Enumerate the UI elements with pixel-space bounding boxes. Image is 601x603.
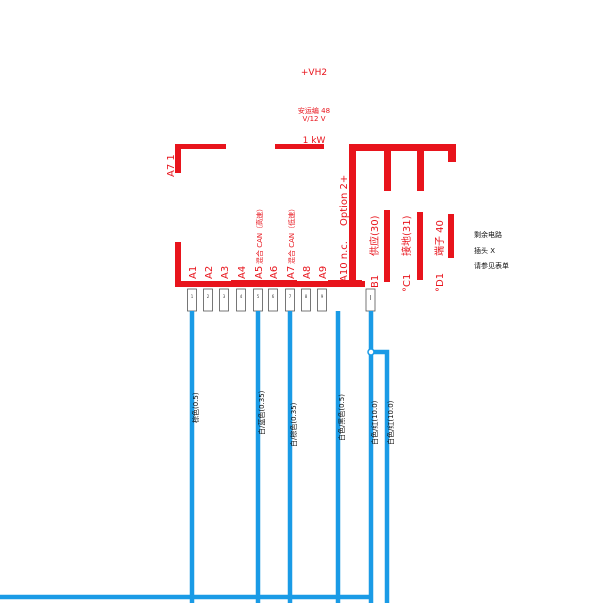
wire-b1-b [371, 349, 390, 603]
connector-frame [175, 144, 456, 287]
pin-number-a2: 2 [207, 294, 210, 299]
connector-name: A7 1 [166, 154, 177, 177]
wire-label-b1a: 白色/红(10.0) [370, 400, 379, 445]
legend-line-1: 剩余电路 [474, 230, 502, 239]
pin-terminals: 1 2 3 4 5 6 7 8 9 [187, 288, 327, 312]
c1-function-label: 接地(31) [400, 215, 413, 256]
pin-label-a4: A4 [237, 266, 248, 279]
pin-label-a8: A8 [302, 266, 313, 279]
pin-number-a8: 8 [305, 294, 308, 299]
pin-labels: A1 A2 A3 A4 A5 A6 A7 A8 A9 [188, 266, 329, 279]
pin-terminal-a9 [317, 288, 327, 312]
pin-label-a1: A1 [188, 266, 199, 279]
pin-label-a2: A2 [204, 266, 215, 279]
pin-number-a7: 7 [289, 294, 292, 299]
d1-function-label: 端子 40 [433, 220, 446, 256]
pin-number-a5: 5 [257, 294, 260, 299]
a7-can-label: 混合 CAN（低速） [287, 205, 296, 264]
fuse-label-line1: 安运编 48 [298, 106, 330, 115]
pin-label-a6: A6 [269, 266, 280, 279]
wire-label-a7: 白/棕色(0.35) [289, 402, 298, 447]
pin-terminal-a5 [253, 288, 263, 312]
pin-label-a3: A3 [220, 266, 231, 279]
pin-terminal-a3 [219, 288, 229, 312]
pin-c1-label: °C1 [402, 274, 413, 292]
wires [0, 311, 390, 603]
fuse-label-line2: V/12 V [302, 115, 325, 123]
legend-line-3: 请参见表单 [474, 261, 509, 270]
pin-number-a3: 3 [223, 294, 226, 299]
pin-number-a9: 9 [321, 294, 324, 299]
legend-line-2: 插头 X [474, 246, 495, 255]
b1-function-label: 供应(30) [368, 215, 381, 256]
pin-terminal-a6 [268, 288, 278, 312]
a5-can-label: 混合 CAN（高速） [255, 205, 264, 264]
pin-number-a6: 6 [272, 294, 275, 299]
pin-label-a9: A9 [318, 266, 329, 279]
supply-label: +VH2 [301, 68, 327, 78]
pin-terminal-a1 [187, 288, 197, 312]
pin-terminal-a7 [285, 288, 295, 312]
power-label: 1 kW [303, 136, 326, 146]
wire-junction [367, 348, 375, 356]
pin-label-a7: A7 [286, 266, 297, 279]
pin-terminal-a2 [203, 288, 213, 312]
wire-label-a1: 棕色(0.5) [191, 392, 200, 423]
wire-label-a5: 白/蓝色(0.35) [257, 390, 266, 435]
pin-d1-label: °D1 [435, 273, 446, 292]
wire-label-a9: 白色/黑色(0.5) [337, 394, 346, 441]
pin-number-a4: 4 [240, 294, 243, 299]
a10-label: A10 n.c. [339, 241, 350, 282]
pin-label-a5: A5 [254, 266, 265, 279]
pin-terminal-a4 [236, 288, 246, 312]
pin-b1-label: B1 [370, 275, 381, 288]
option-label: Option 2+ [339, 175, 350, 226]
pin-number-a1: 1 [191, 294, 194, 299]
pin-terminal-a8 [301, 288, 311, 312]
wire-label-b1b: 白色/红(10.0) [386, 400, 395, 445]
